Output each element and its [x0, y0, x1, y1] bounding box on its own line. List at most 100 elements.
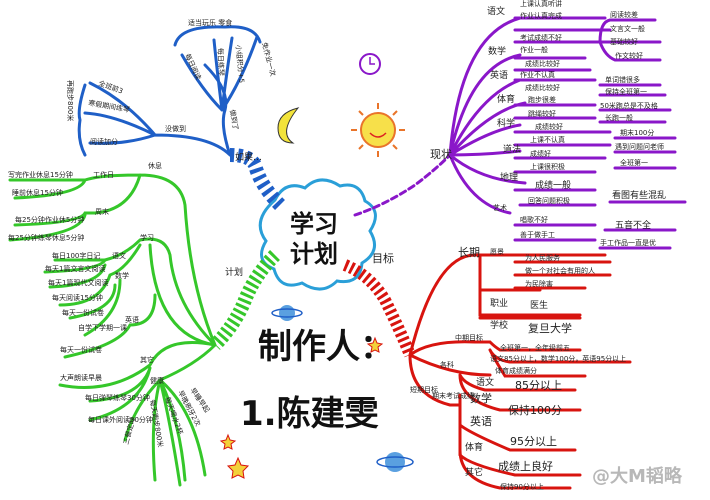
- school-value: 复旦大学: [528, 321, 572, 335]
- subject-label: 英语: [490, 69, 508, 81]
- study-label: 学习: [140, 233, 154, 242]
- star-icon: [219, 433, 237, 450]
- watermark: @大M韬略: [592, 465, 683, 487]
- mid-term-label: 中期目标: [455, 333, 483, 342]
- fact: 回答问题积极: [528, 196, 570, 205]
- goal-subject: 体育: [465, 441, 483, 453]
- career-label: 职业: [490, 298, 508, 309]
- mid-term-item: 全班第一，全年级前五: [500, 343, 570, 352]
- subject-label: 科学: [497, 117, 515, 129]
- subjects-label: 各科: [440, 360, 454, 369]
- fact: 作业认真完成: [520, 11, 562, 20]
- goals-label: 目标: [372, 251, 394, 265]
- goal-subject: 其它: [465, 466, 483, 478]
- notdone-item: 全班前3: [97, 78, 124, 95]
- goal-subject: 英语: [470, 414, 492, 428]
- done-label: 做到了: [228, 109, 241, 131]
- study-item: 每天一份试卷: [60, 345, 102, 354]
- detail: 阅读较差: [610, 10, 638, 19]
- subject-label: 艺术: [493, 203, 507, 212]
- goal-subject: 数学: [470, 391, 492, 405]
- fact: 善于做手工: [520, 230, 555, 239]
- plan-label: 计划: [225, 266, 243, 278]
- done-item: 每日阅读: [183, 52, 203, 81]
- author-name: 1.陈建雯: [240, 394, 379, 434]
- current-label: 现状: [430, 147, 452, 161]
- study-subject: 英语: [125, 315, 139, 324]
- vision-item: 为人民服务: [525, 253, 560, 262]
- short-term-sub: 期末考试成绩: [432, 391, 474, 400]
- study-item: 每日弹琴练琴30分钟: [85, 393, 150, 402]
- center-title-line1: 学习: [290, 210, 338, 238]
- detail: 50米跑总是不及格: [600, 101, 658, 110]
- detail: 手工作品一直是优: [600, 238, 656, 247]
- detail: 看图有些混乱: [612, 189, 666, 201]
- detail: 期末100分: [620, 128, 654, 137]
- detail: 长跑一般: [605, 113, 633, 122]
- plan-branch: 计划 休息 工作日 写完作业休息15分钟 睡前休息15分钟 周末 每25分钟作业…: [8, 161, 281, 487]
- detail: 单词错很多: [605, 75, 640, 84]
- study-subject: 其它: [140, 355, 154, 364]
- study-subject: 数学: [115, 271, 129, 280]
- goal-value: 成绩上良好: [498, 459, 553, 473]
- vision-label: 愿景: [490, 248, 504, 256]
- goal-subject: 语文: [476, 376, 494, 388]
- study-item: 每日课外阅读30分钟: [88, 415, 153, 424]
- study-item: 自学下学期一课: [78, 323, 127, 332]
- study-item: 每天一份试卷: [62, 308, 104, 317]
- fact: 成绩比较好: [525, 83, 560, 92]
- done-item: 小组积分+5: [234, 44, 246, 83]
- detail: 全班第一: [620, 158, 648, 167]
- star-icon: [366, 336, 384, 353]
- rest-item: 睡前休息15分钟: [12, 188, 63, 197]
- clock-icon: [359, 53, 381, 75]
- study-item: 大声朗读早晨: [60, 373, 102, 382]
- planet-icon: [376, 452, 414, 472]
- fact: 成绩比较好: [525, 59, 560, 68]
- long-term-label: 长期: [458, 246, 480, 259]
- done-item: 免作业一次: [260, 41, 278, 77]
- subject-label: 道法: [503, 143, 521, 155]
- if-label: 如果…: [235, 151, 262, 163]
- mid-term-item: 语文85分以上，数学100分，英语95分以上: [490, 354, 626, 363]
- school-label: 学校: [490, 319, 508, 331]
- detail: 保持全班第一: [605, 87, 647, 96]
- fact: 唱歌不好: [520, 215, 548, 224]
- rest-item: 每25分钟练琴休息5分钟: [8, 233, 84, 242]
- goal-value: 保持90分以上: [500, 482, 544, 491]
- notdone-item: 寒假期间练琴: [88, 98, 131, 114]
- fact: 考试成绩不好: [520, 33, 562, 42]
- goal-value: 85分以上: [515, 379, 562, 392]
- fact: 上课不认真: [530, 135, 565, 144]
- star-icon: [226, 456, 250, 479]
- fact: 跳绳较好: [528, 109, 556, 118]
- fact: 作业不认真: [520, 70, 555, 79]
- detail: 基础较好: [610, 37, 638, 46]
- detail: 五音不全: [615, 219, 651, 231]
- current-texts: 语文 上课认真听讲 作业认真完成 考试成绩不好 阅读较差 文言文一般 基础较好 …: [487, 0, 666, 247]
- study-item: 每天1篇现代文阅读: [48, 278, 108, 287]
- rest-item: 每25分钟作业休5分钟: [15, 215, 84, 224]
- study-item: 每天1篇文言文阅读: [45, 264, 105, 273]
- subject-label: 体育: [497, 93, 515, 105]
- goal-value: 保持100分: [508, 403, 562, 417]
- center-title-line2: 计划: [290, 240, 338, 268]
- study-item: 每日100字日记: [52, 251, 100, 260]
- planet-icon: [271, 305, 303, 321]
- vision-item: 为民除害: [525, 279, 553, 288]
- goal-value: 95分以上: [510, 435, 557, 448]
- fact: 成绩一般: [535, 179, 571, 191]
- fact: 成绩好: [530, 149, 551, 158]
- notdone-item: 阅读加分: [90, 137, 118, 146]
- author-label: 制作人：: [258, 327, 394, 367]
- weekend-label: 周末: [95, 207, 109, 216]
- mid-term-item: 体育成绩满分: [495, 366, 537, 375]
- if-branch: 如果… 做到了 适当玩乐 零食 每日阅读 每日练琴 小组积分+5 免作业一次 没…: [66, 18, 286, 210]
- subject-label: 地理: [500, 171, 518, 183]
- moon-icon: [277, 107, 300, 144]
- fact: 作业一般: [520, 45, 548, 54]
- study-item: 每天阅读15分钟: [52, 293, 103, 302]
- notdone-label: 没做到: [165, 124, 186, 133]
- fact: 跑步很差: [528, 95, 556, 104]
